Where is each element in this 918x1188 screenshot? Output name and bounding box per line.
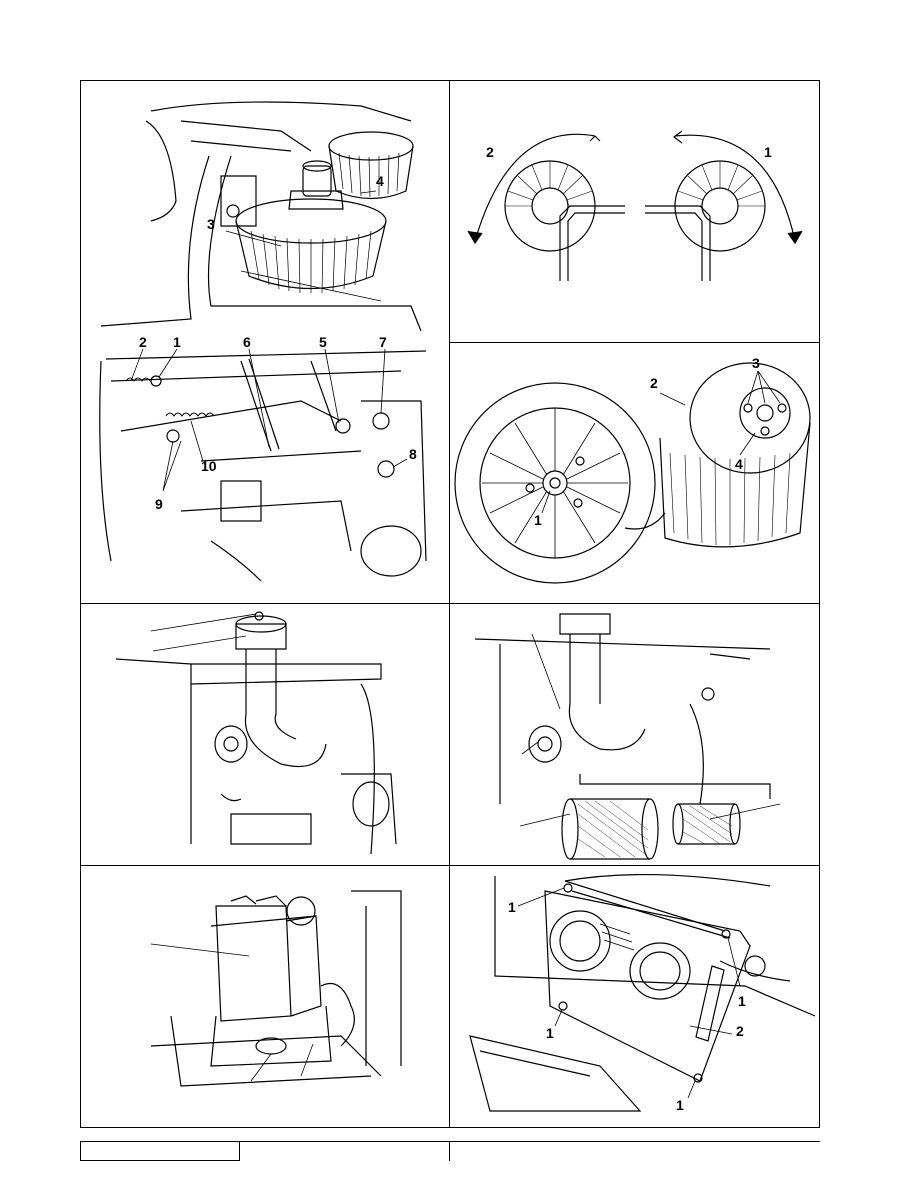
callout-mount-3: 3 xyxy=(752,355,760,371)
callout-3: 3 xyxy=(207,216,215,232)
callout-rot-1: 1 xyxy=(764,144,772,160)
callout-detail-1: 1 xyxy=(173,334,181,350)
callout-detail-8: 8 xyxy=(409,446,417,462)
figure-air-filter-element xyxy=(450,604,819,865)
footer-divider xyxy=(449,1141,450,1161)
callout-cover-1c: 1 xyxy=(546,1025,554,1041)
callout-mount-4: 4 xyxy=(735,456,743,472)
figure-brush-rotation: 2 1 xyxy=(450,81,819,342)
callout-rot-2: 2 xyxy=(486,144,494,160)
footer-box xyxy=(80,1141,240,1161)
callout-cover-2: 2 xyxy=(736,1023,744,1039)
footer-rule xyxy=(240,1141,820,1142)
figure-brush-mount: 2 3 4 1 xyxy=(450,343,819,603)
callout-mount-2: 2 xyxy=(650,375,658,391)
callout-detail-9: 9 xyxy=(155,496,163,512)
callout-detail-6: 6 xyxy=(243,334,251,350)
callout-detail-5: 5 xyxy=(319,334,327,350)
callout-cover-1d: 1 xyxy=(676,1097,684,1113)
figure-side-cover: 1 1 1 2 1 xyxy=(450,866,819,1127)
callout-cover-1b: 1 xyxy=(738,993,746,1009)
callout-detail-10: 10 xyxy=(201,458,217,474)
callout-cover-1a: 1 xyxy=(508,899,516,915)
figure-engine-tank xyxy=(81,866,449,1127)
callout-mount-1: 1 xyxy=(534,512,542,528)
callout-detail-7: 7 xyxy=(379,334,387,350)
figure-air-filter xyxy=(81,604,449,865)
callout-detail-2: 2 xyxy=(139,334,147,350)
callout-4: 4 xyxy=(376,173,384,189)
figure-brush-assembly: 3 4 2 1 6 5 7 8 10 9 xyxy=(81,81,449,603)
